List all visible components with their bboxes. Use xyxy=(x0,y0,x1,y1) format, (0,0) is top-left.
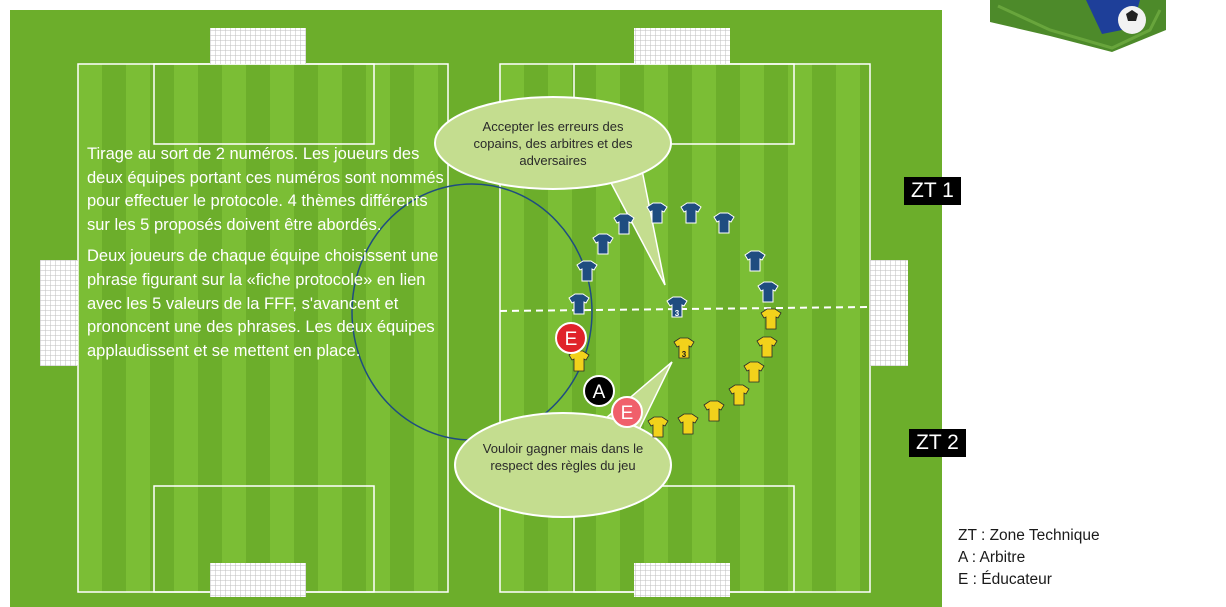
legend: ZT : Zone Technique A : Arbitre E : Éduc… xyxy=(958,525,1100,591)
yellow-team xyxy=(568,308,782,438)
legend-zt: ZT : Zone Technique xyxy=(958,527,1100,544)
blue-jersey xyxy=(568,293,590,315)
yellow-jersey xyxy=(568,350,590,372)
blue-jersey xyxy=(576,260,598,282)
yellow-jersey xyxy=(756,336,778,358)
yellow-jersey-number-3 xyxy=(673,337,695,359)
yellow-jersey xyxy=(703,400,725,422)
blue-jersey xyxy=(757,281,779,303)
halfway-dashed-line xyxy=(499,306,871,312)
grass-ball-photo xyxy=(990,0,1166,52)
educator-letter: E xyxy=(565,329,578,350)
legend-e: E : Éducateur xyxy=(958,571,1052,588)
left-pitch-stripes xyxy=(78,64,438,592)
left-side-goal xyxy=(40,260,78,366)
zt2-label: ZT 2 xyxy=(909,429,966,457)
right-side-goal xyxy=(870,260,908,366)
blue-jersey xyxy=(713,212,735,234)
right-bottom-goal xyxy=(634,563,730,597)
blue-jersey xyxy=(592,233,614,255)
yellow-jersey xyxy=(677,413,699,435)
yellow-jersey xyxy=(760,308,782,330)
protocol-paragraph-1: Tirage au sort de 2 numéros. Les joueurs… xyxy=(87,145,444,234)
blue-team xyxy=(568,202,779,318)
yellow-jersey xyxy=(647,416,669,438)
protocol-instructions: Tirage au sort de 2 numéros. Les joueurs… xyxy=(87,143,447,363)
referee-letter: A xyxy=(593,382,606,403)
speech-bubble-top xyxy=(434,96,672,286)
educator-letter: E xyxy=(621,403,634,424)
blue-jersey xyxy=(680,202,702,224)
zt1-label: ZT 1 xyxy=(904,177,961,205)
legend-a: A : Arbitre xyxy=(958,549,1026,566)
referee-marker: A xyxy=(583,375,615,407)
left-top-goal xyxy=(210,28,306,64)
yellow-jersey xyxy=(743,361,765,383)
yellow-player-number: 3 xyxy=(682,350,687,359)
educator-marker-bottom: E xyxy=(611,396,643,428)
educator-marker-top: E xyxy=(555,322,587,354)
blue-jersey xyxy=(744,250,766,272)
blue-jersey xyxy=(613,213,635,235)
left-bottom-goal xyxy=(210,563,306,597)
protocol-paragraph-2: Deux joueurs de chaque équipe choisissen… xyxy=(87,247,439,360)
bubble-text-top: Accepter les erreurs des copains, des ar… xyxy=(473,119,633,168)
blue-player-number: 3 xyxy=(675,309,680,318)
blue-jersey-number-3 xyxy=(666,296,688,318)
blue-jersey xyxy=(646,202,668,224)
yellow-jersey xyxy=(728,384,750,406)
right-top-goal xyxy=(634,28,730,64)
bubble-text-bottom: Vouloir gagner mais dans le respect des … xyxy=(482,441,644,473)
